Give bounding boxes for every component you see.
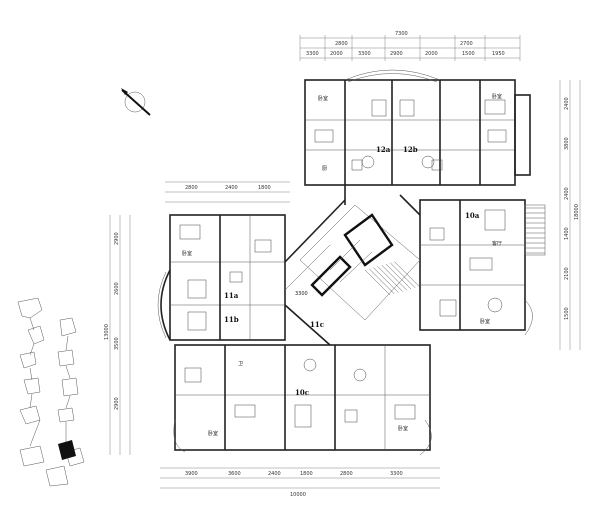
drawing-line [364,269,391,296]
dim-left-c: 3500 [114,337,120,350]
bottom-dimensions: 3900 3600 2400 1800 2800 3300 10000 [160,467,440,498]
unit-label-12b: 12b [403,145,418,154]
drawing-line [394,261,420,287]
dim-left-total: 13000 [104,324,110,340]
dim-bottom-total: 10000 [290,492,306,498]
key-plan [17,297,85,487]
room-label-bedroom-bottom-2: 卧室 [398,425,408,432]
left-wing: 11a 11b 卧室 [157,214,286,341]
central-core: 3300 11c [295,204,421,329]
dim-stair: 3300 [295,291,308,297]
room-label-bedroom-left: 卧室 [182,250,192,257]
dim-bottom-c: 2400 [268,471,281,477]
drawing-line [377,266,403,292]
dim-left-d: 2900 [114,397,120,410]
dim-wing-a: 2800 [185,185,198,191]
room-label-bedroom-1: 卧室 [318,95,328,102]
unit-label-11b: 11b [224,315,239,324]
unit-label-11a: 11a [224,291,239,300]
dim-top-e: 2000 [425,51,438,57]
room-label-living-right: 客厅 [492,240,502,247]
diagonal-corridors [284,185,421,346]
dim-top-d: 2900 [390,51,403,57]
dim-right-b: 3800 [564,137,570,150]
dim-top-2700: 2700 [460,41,473,47]
dim-top-b: 2000 [330,51,343,57]
top-dimensions: 7300 2800 2700 3300 2000 3300 2900 2000 … [299,31,521,61]
dim-bottom-f: 3300 [390,471,403,477]
room-label-bedroom-bottom-1: 卧室 [208,430,218,437]
drawing-line [381,265,407,291]
unit-label-12a: 12a [376,145,391,154]
unit-label-10a: 10a [465,211,480,220]
dim-bottom-a: 3900 [185,471,198,477]
north-arrow-icon [121,88,151,116]
dim-right-c: 2400 [564,187,570,200]
unit-label-10c: 10c [295,388,309,397]
right-wing: 10a 客厅 卧室 [419,199,546,336]
bottom-block: 10c 卧室 卧室 卫 [173,344,432,456]
dim-left-a: 2900 [114,232,120,245]
dim-wing-c: 1800 [258,185,271,191]
dim-right-d: 1400 [564,227,570,240]
dim-right-f: 1500 [564,307,570,320]
dim-bottom-b: 3600 [228,471,241,477]
dim-top-a: 3300 [306,51,319,57]
dim-bottom-d: 1800 [300,471,313,477]
room-label-kitchen-1: 厨 [322,166,327,172]
dim-wing-b: 2400 [225,185,238,191]
room-label-bedroom-2: 卧室 [492,93,502,100]
dim-right-e: 2100 [564,267,570,280]
drawing-line [369,268,395,294]
dim-top-c: 3300 [358,51,371,57]
unit-label-11c: 11c [310,320,324,329]
dim-top-f: 1500 [462,51,475,57]
dim-right-total: 18000 [574,204,580,220]
room-label-bedroom-right: 卧室 [480,318,490,325]
left-dimensions: 2900 2600 3500 2900 13000 [104,215,131,455]
drawing-line [390,262,416,288]
top-block: 12a 12b 卧室 卧室 厨 [304,69,531,186]
drawing-line [385,263,412,290]
dim-top-7300: 7300 [395,31,408,37]
dim-left-b: 2600 [114,282,120,295]
room-label-bath-bottom: 卫 [238,361,243,367]
dim-top-g: 1950 [492,51,505,57]
top-left-wing-dimensions: 2800 2400 1800 [165,181,290,203]
dim-top-2800: 2800 [335,41,348,47]
dim-bottom-e: 2800 [340,471,353,477]
dim-right-a: 2400 [564,97,570,110]
drawing-line [373,267,399,293]
right-dimensions: 2400 3800 2400 1400 2100 1500 18000 [559,80,581,350]
